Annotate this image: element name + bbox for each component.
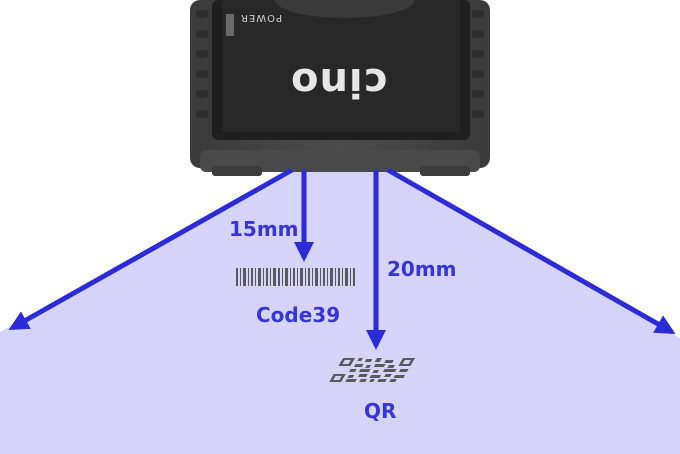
brand-logo-text: cino (290, 59, 388, 105)
qr-type-label: QR (364, 399, 397, 423)
barcode-icon (236, 268, 355, 286)
qr-distance-label: 20mm (387, 257, 457, 281)
barcode-distance-label: 15mm (229, 217, 299, 241)
qr-code-icon (329, 358, 415, 382)
field-edge-left-arrow (8, 167, 294, 331)
scanner-device (190, 0, 490, 176)
barcode-type-label: Code39 (256, 303, 341, 327)
power-indicator-label: POWER (240, 12, 283, 23)
field-edge-right-arrow (386, 167, 676, 335)
